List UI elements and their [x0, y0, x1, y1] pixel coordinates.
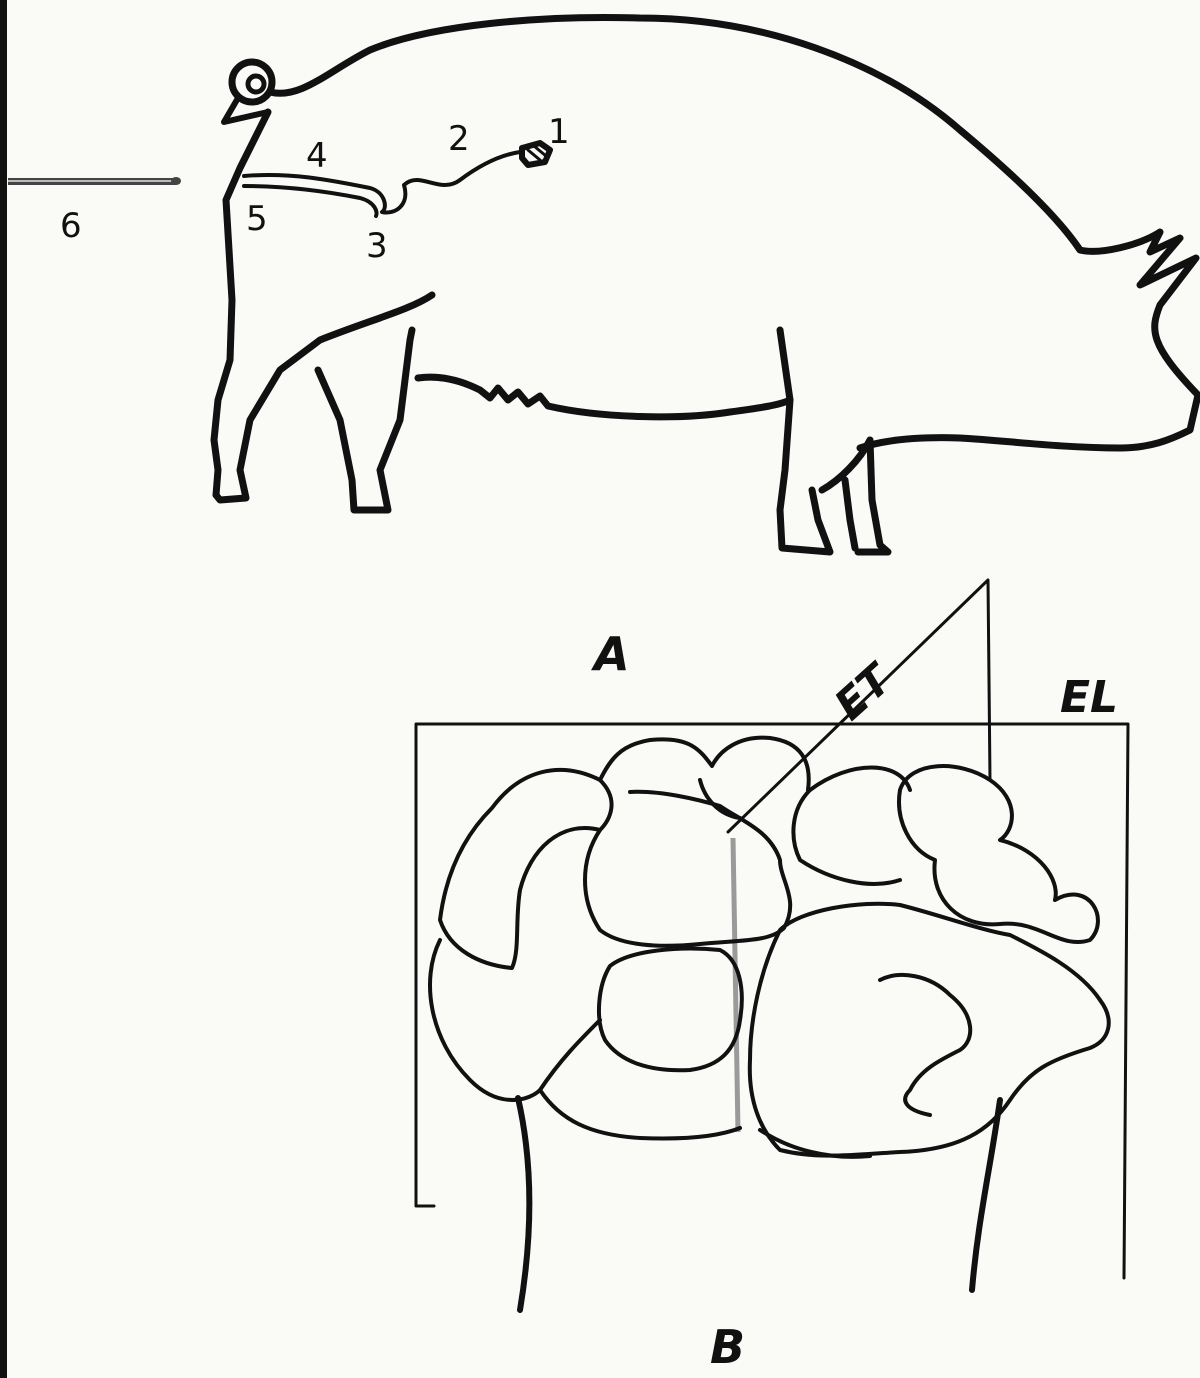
label-catheter: 6 [60, 206, 82, 246]
scan-edge [0, 0, 7, 1378]
label-cervix: 4 [306, 136, 328, 176]
label-vagina: 5 [246, 199, 268, 239]
catheter [8, 177, 181, 185]
front-leg-inner [318, 330, 412, 510]
pig-body-outline [214, 17, 1198, 495]
el-frame [416, 724, 1128, 1278]
label-ovary: 1 [548, 112, 570, 152]
belly-line [418, 377, 790, 417]
center-reference-line [733, 838, 738, 1132]
label-uterine-horn: 3 [366, 226, 388, 266]
follicle-cluster [430, 738, 1109, 1157]
label-el: EL [1060, 672, 1118, 723]
label-oviduct: 2 [448, 119, 470, 159]
panel-b-label: B [710, 1320, 745, 1374]
label-et: ET [825, 653, 903, 730]
reproductive-tract [244, 143, 550, 216]
panel-a-label: A [591, 627, 630, 681]
panel-b-ovary-drawing: ET EL B [416, 580, 1128, 1374]
ligament-left [518, 1098, 529, 1310]
hind-leg [780, 330, 888, 552]
panel-a-pig-drawing: 1 2 3 4 5 6 A [8, 17, 1198, 681]
